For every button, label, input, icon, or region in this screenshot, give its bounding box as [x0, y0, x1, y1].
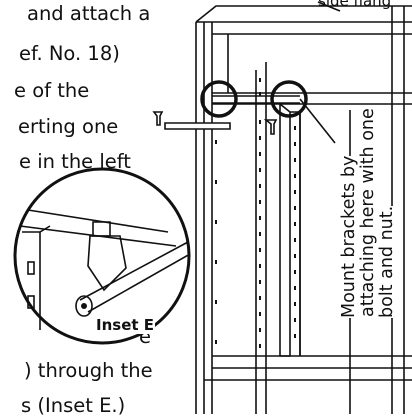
bolt-icon — [152, 111, 164, 126]
attach-circle-right — [270, 80, 308, 118]
instruction-line-8: s (Inset E.) — [21, 394, 126, 417]
instruction-line-5: e in the left — [19, 150, 131, 173]
slot-holes — [215, 78, 296, 348]
cabinet-base — [204, 355, 412, 381]
instruction-line-3: e of the — [14, 79, 90, 102]
callout-leader — [299, 98, 336, 144]
cabinet-shelf — [212, 92, 412, 105]
cabinet-outer-frame — [195, 5, 412, 414]
callout-line-2: attaching here with one — [358, 108, 378, 317]
left-upright — [255, 62, 267, 414]
bolt-leader — [164, 122, 231, 130]
instruction-line-2: ef. No. 18) — [19, 42, 120, 65]
attach-circle-left — [200, 80, 238, 118]
cabinet-inner-left-edge — [203, 22, 213, 414]
inset-e-detail — [13, 167, 191, 345]
callout-line-1: Mount brackets by — [339, 155, 359, 318]
inset-e-label: Inset E — [95, 316, 156, 334]
instruction-line-7: ) through the — [24, 359, 153, 382]
bracket-icon — [263, 119, 278, 135]
side-flange-label: side flang — [318, 0, 392, 10]
cabinet-top-panel — [212, 33, 412, 93]
instruction-line-1: and attach a — [27, 2, 151, 25]
center-divider — [279, 103, 301, 357]
instruction-line-4: erting one — [18, 115, 119, 138]
callout-line-3: bolt and nut. — [377, 205, 397, 318]
